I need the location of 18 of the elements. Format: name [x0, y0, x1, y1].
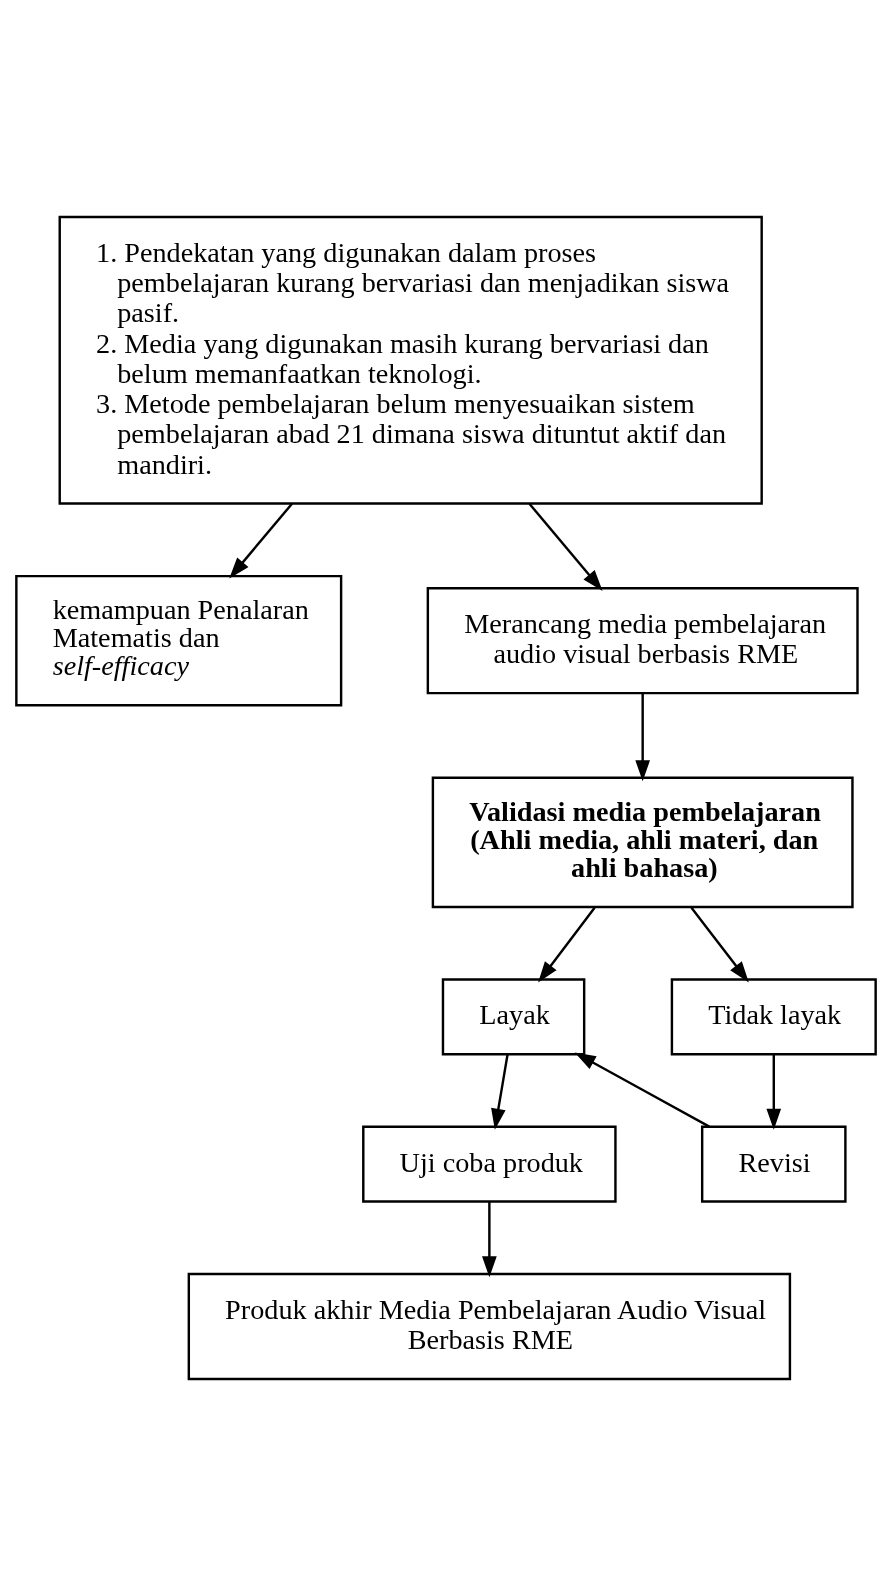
arrow	[491, 1054, 509, 1130]
arrow	[766, 1054, 782, 1130]
node-box: Tidak layak	[670, 978, 877, 1056]
arrow	[635, 693, 651, 782]
arrow	[574, 1052, 710, 1128]
node-box: Uji coba produk	[362, 1125, 617, 1203]
node-box: Merancang media pembelajaran audio visual berbasis RME	[426, 587, 859, 695]
node-box: kemampuan Penalaran Matematis dan self-efficacy	[15, 574, 343, 707]
node-box: Produk akhir Media Pembelajaran Audio Visual Berbasis RME	[187, 1272, 792, 1381]
arrow	[538, 907, 596, 983]
arrow	[229, 502, 293, 579]
node-box: Layak	[441, 978, 586, 1056]
arrow	[528, 502, 603, 591]
node-box: 1. Pendekatan yang digunakan dalam proses pembelajaran kurang bervariasi dan menjadikan siswa pasif. 2. Media yang digunakan masih kurang bervariasi dan belum memanfaatkan teknologi. 3. Metode pembelajaran belum menyesuaikan sistem pembelajaran abad 21 dimana siswa dituntut aktif dan mandiri.	[58, 215, 763, 505]
node-box: Validasi media pembelajaran (Ahli media, ahli materi, dan ahli bahasa)	[431, 776, 854, 909]
node-box: Revisi	[700, 1125, 847, 1203]
arrow	[482, 1202, 497, 1278]
arrow	[690, 907, 749, 983]
